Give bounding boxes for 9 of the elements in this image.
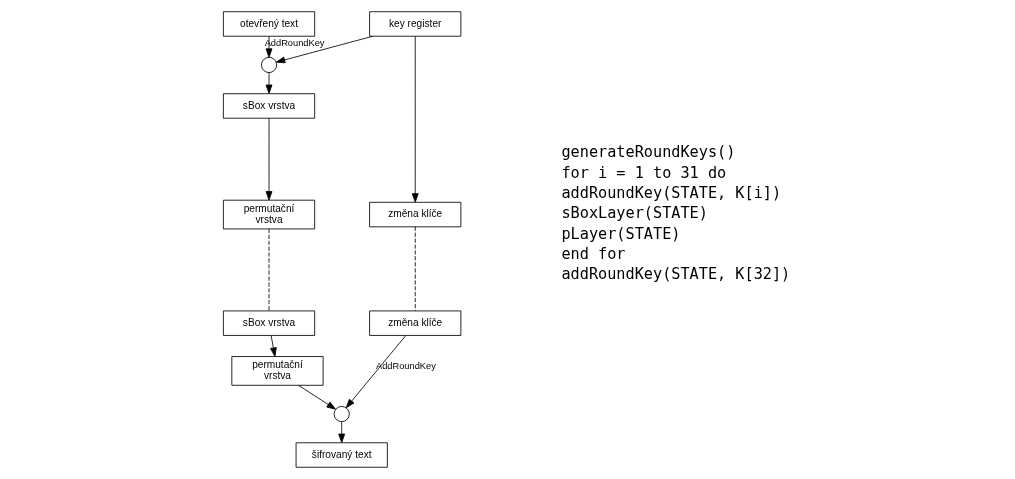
label: for i = 1 to 31 do (560, 163, 726, 182)
edge-label: AddRoundKey (264, 38, 325, 49)
label: end for (560, 244, 626, 263)
edge-label: AddRoundKey (375, 360, 436, 371)
label: pLayer(STATE) (560, 224, 680, 243)
label: generateRoundKeys() (560, 143, 735, 162)
label: addRoundKey(STATE, K[32]) (560, 265, 790, 284)
label: addRoundKey(STATE, K[i]) (560, 184, 781, 202)
label: sBoxLayer(STATE) (560, 204, 708, 223)
